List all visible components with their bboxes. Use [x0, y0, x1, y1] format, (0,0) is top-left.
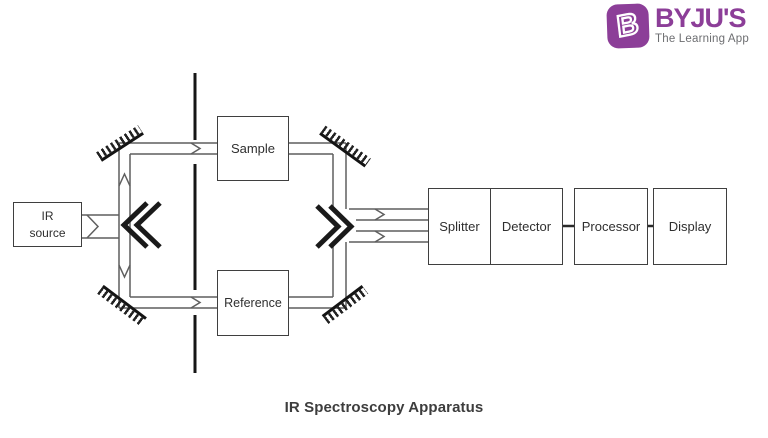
- byjus-logo: B BYJU'S The Learning App: [606, 3, 749, 49]
- byjus-b-letter: B: [614, 6, 642, 45]
- byjus-b-icon: B: [606, 3, 650, 49]
- box-display: Display: [653, 188, 727, 265]
- logo-text: BYJU'S The Learning App: [655, 3, 749, 46]
- box-processor: Processor: [574, 188, 648, 265]
- processor-label: Processor: [581, 219, 641, 234]
- chevron-stroke: [315, 204, 342, 249]
- sample-label: Sample: [230, 141, 276, 156]
- beam-arrow-right-icon: [190, 142, 202, 155]
- box-ir-source: IR source: [13, 202, 82, 247]
- display-label: Display: [668, 219, 712, 234]
- beam-arrow-down-icon: [118, 264, 131, 279]
- reference-label: Reference: [224, 296, 282, 310]
- ir-source-label-line1: IR: [41, 209, 54, 224]
- box-sample: Sample: [217, 116, 289, 181]
- beam-arrow-right-icon: [374, 208, 386, 221]
- chevron-stroke: [120, 201, 149, 249]
- chevron-stroke: [133, 201, 162, 249]
- beam-arrow-right-icon: [86, 214, 100, 239]
- beam-arrow-right-icon: [190, 296, 202, 309]
- diagram-caption: IR Spectroscopy Apparatus: [284, 399, 484, 416]
- box-reference: Reference: [217, 270, 289, 336]
- chevron-stroke: [328, 204, 355, 249]
- beam-arrow-right-icon: [374, 230, 386, 243]
- chevron-mirror-right-icon: [315, 204, 355, 249]
- box-splitter: Splitter: [428, 188, 491, 265]
- chevron-mirror-left-icon: [120, 201, 162, 249]
- brand-name: BYJU'S: [655, 3, 746, 33]
- splitter-label: Splitter: [439, 219, 480, 234]
- ir-source-label-line2: source: [29, 225, 66, 240]
- beam-lines: [82, 142, 428, 309]
- detector-label: Detector: [501, 219, 552, 234]
- beam-arrow-up-icon: [118, 172, 131, 187]
- brand-tagline: The Learning App: [655, 33, 749, 46]
- box-detector: Detector: [491, 188, 563, 265]
